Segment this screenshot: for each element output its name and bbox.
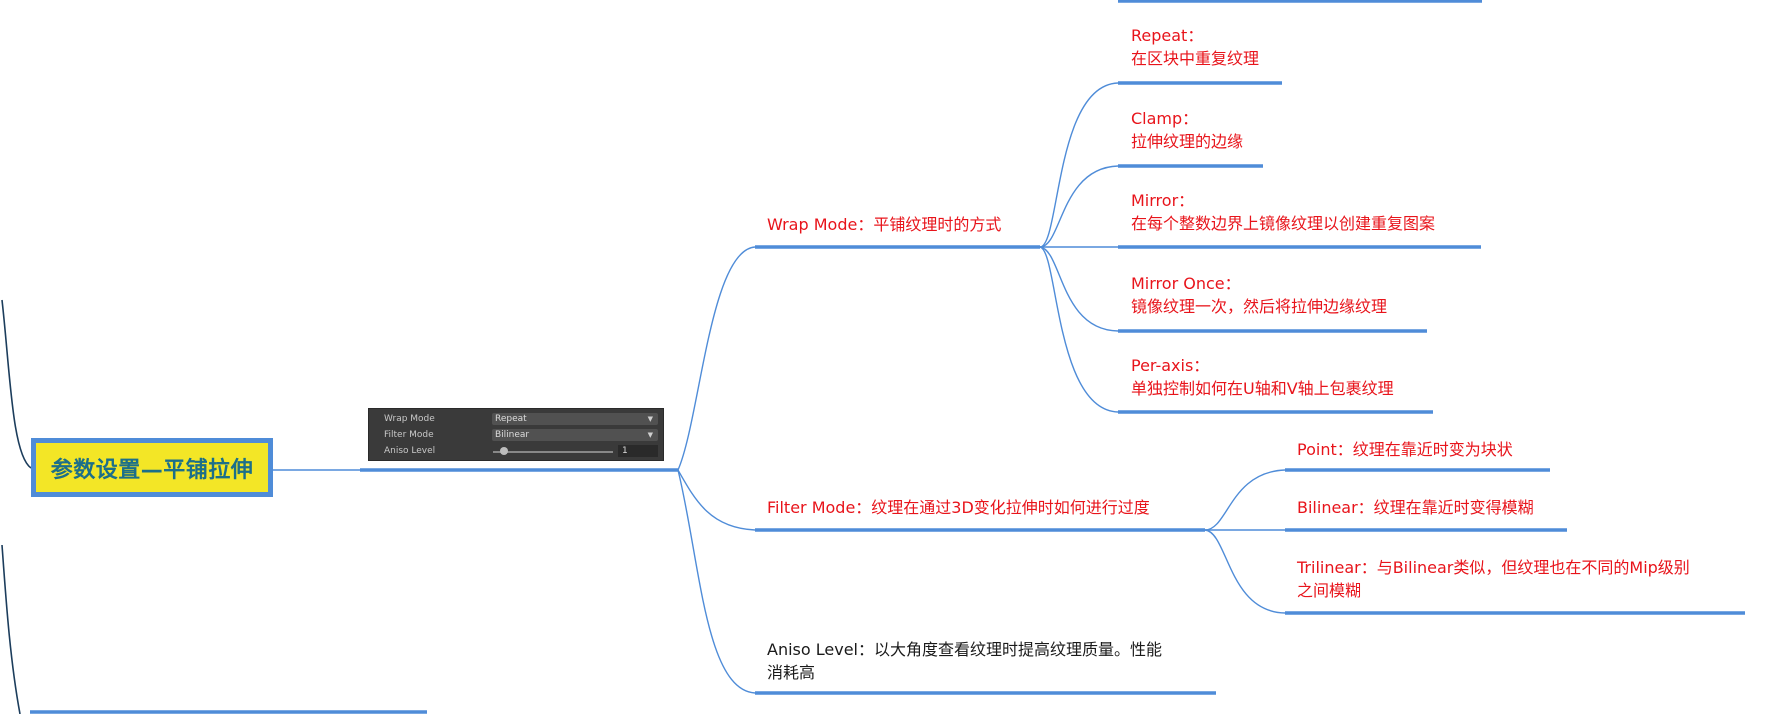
node-line2: 消耗高 bbox=[767, 663, 816, 682]
root-title: 参数设置—平铺拉伸 bbox=[50, 457, 254, 483]
left-connector-upper bbox=[1, 299, 32, 469]
dropdown-value: Repeat bbox=[495, 414, 527, 424]
wrap-child-curve-2 bbox=[1039, 165, 1119, 248]
aniso-slider-track[interactable] bbox=[493, 451, 613, 453]
aniso-slider-knob[interactable] bbox=[500, 447, 508, 455]
panel-label: Aniso Level bbox=[384, 446, 436, 456]
node-line1: Trilinear：与Bilinear类似，但纹理也在不同的Mip级别 bbox=[1297, 558, 1690, 577]
filter-mode-dropdown[interactable]: Bilinear ▼ bbox=[492, 429, 658, 441]
wrap-mode-node[interactable]: Wrap Mode：平铺纹理时的方式 bbox=[767, 213, 1001, 236]
wrap-child-curve-4 bbox=[1039, 246, 1119, 332]
aniso-level-field[interactable]: 1 bbox=[618, 445, 658, 457]
wrap-mode-dropdown[interactable]: Repeat ▼ bbox=[492, 413, 658, 425]
filter-mode-label: Filter Mode：纹理在通过3D变化拉伸时如何进行过度 bbox=[767, 498, 1150, 517]
to-aniso-curve bbox=[677, 469, 756, 694]
aniso-level-node[interactable]: Aniso Level：以大角度查看纹理时提高纹理质量。性能 消耗高 bbox=[767, 638, 1162, 684]
node-line2: 在区块中重复纹理 bbox=[1131, 49, 1260, 68]
node-line1: Bilinear：纹理在靠近时变得模糊 bbox=[1297, 498, 1534, 517]
node-line2: 单独控制如何在U轴和V轴上包裹纹理 bbox=[1131, 379, 1394, 398]
node-line2: 镜像纹理一次，然后将拉伸边缘纹理 bbox=[1131, 297, 1388, 316]
left-connector-lower bbox=[1, 544, 21, 714]
root-node[interactable]: 参数设置—平铺拉伸 bbox=[31, 438, 273, 497]
filter-child-curve-3 bbox=[1204, 529, 1286, 614]
dropdown-value: Bilinear bbox=[495, 430, 530, 440]
to-filter-curve bbox=[677, 469, 756, 531]
unity-settings-panel: Wrap Mode Repeat ▼ Filter Mode Bilinear … bbox=[368, 408, 664, 461]
dropdown-arrow-icon: ▼ bbox=[647, 415, 653, 423]
wrap-child-clamp[interactable]: Clamp： 拉伸纹理的边缘 bbox=[1131, 107, 1243, 153]
wrap-child-mirror-once[interactable]: Mirror Once： 镜像纹理一次，然后将拉伸边缘纹理 bbox=[1131, 272, 1387, 318]
node-line1: Aniso Level：以大角度查看纹理时提高纹理质量。性能 bbox=[767, 640, 1162, 659]
node-line2: 在每个整数边界上镜像纹理以创建重复图案 bbox=[1131, 214, 1436, 233]
node-line1: Clamp： bbox=[1131, 109, 1199, 128]
node-line2: 拉伸纹理的边缘 bbox=[1131, 132, 1244, 151]
to-wrap-curve bbox=[677, 246, 756, 471]
node-line1: Mirror Once： bbox=[1131, 274, 1241, 293]
panel-row-wrap-mode: Wrap Mode Repeat ▼ bbox=[369, 412, 663, 426]
filter-mode-node[interactable]: Filter Mode：纹理在通过3D变化拉伸时如何进行过度 bbox=[767, 496, 1150, 519]
node-line1: Point：纹理在靠近时变为块状 bbox=[1297, 440, 1513, 459]
filter-child-bilinear[interactable]: Bilinear：纹理在靠近时变得模糊 bbox=[1297, 496, 1534, 519]
panel-row-aniso-level: Aniso Level 1 bbox=[369, 444, 663, 458]
dropdown-arrow-icon: ▼ bbox=[647, 431, 653, 439]
node-line1: Per-axis： bbox=[1131, 356, 1210, 375]
wrap-child-repeat[interactable]: Repeat： 在区块中重复纹理 bbox=[1131, 24, 1259, 70]
wrap-child-curve-5 bbox=[1039, 246, 1119, 413]
panel-row-filter-mode: Filter Mode Bilinear ▼ bbox=[369, 428, 663, 442]
wrap-child-per-axis[interactable]: Per-axis： 单独控制如何在U轴和V轴上包裹纹理 bbox=[1131, 354, 1394, 400]
wrap-child-mirror[interactable]: Mirror： 在每个整数边界上镜像纹理以创建重复图案 bbox=[1131, 189, 1435, 235]
panel-label: Wrap Mode bbox=[384, 414, 435, 424]
node-line1: Mirror： bbox=[1131, 191, 1195, 210]
filter-child-trilinear[interactable]: Trilinear：与Bilinear类似，但纹理也在不同的Mip级别 之间模糊 bbox=[1297, 556, 1690, 602]
node-line1: Repeat： bbox=[1131, 26, 1204, 45]
filter-child-curve-1 bbox=[1204, 469, 1286, 531]
wrap-child-curve-1 bbox=[1039, 82, 1119, 248]
wrap-mode-label: Wrap Mode：平铺纹理时的方式 bbox=[767, 215, 1002, 234]
panel-label: Filter Mode bbox=[384, 430, 434, 440]
filter-child-point[interactable]: Point：纹理在靠近时变为块状 bbox=[1297, 438, 1513, 461]
node-line2: 之间模糊 bbox=[1297, 581, 1362, 600]
